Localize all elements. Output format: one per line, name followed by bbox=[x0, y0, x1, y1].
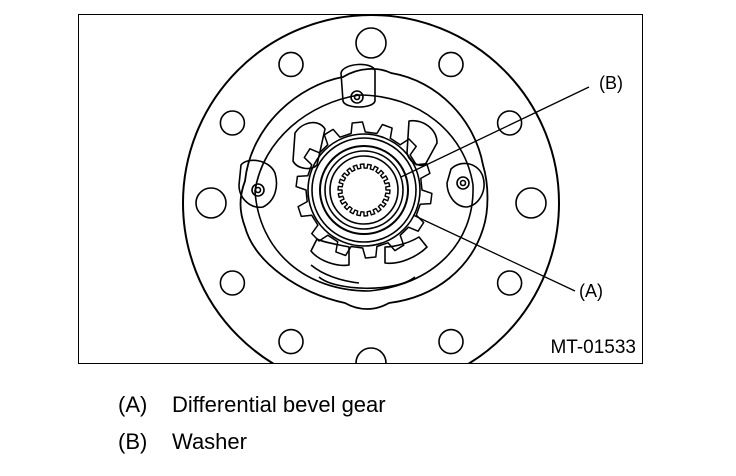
bolt-hole bbox=[496, 270, 523, 296]
legend-text: Differential bevel gear bbox=[172, 392, 386, 417]
figure-id-label: MT-01533 bbox=[550, 337, 636, 358]
right-ear bbox=[446, 162, 485, 208]
bolt-hole bbox=[496, 110, 523, 136]
leader-line-a bbox=[412, 214, 576, 292]
legend-key: (B) bbox=[118, 429, 148, 454]
legend: (A) Differential bevel gear (B) Washer bbox=[118, 392, 386, 466]
callout-a: (A) bbox=[579, 281, 603, 301]
bolt-hole bbox=[355, 347, 387, 363]
legend-text: Washer bbox=[172, 429, 247, 454]
legend-item: (A) Differential bevel gear bbox=[118, 392, 386, 429]
bevel-gear-teeth bbox=[295, 121, 433, 259]
bolt-holes bbox=[195, 27, 547, 363]
bolt-hole bbox=[438, 328, 464, 355]
case-body bbox=[239, 68, 489, 310]
bolt-hole bbox=[219, 110, 246, 136]
outer-flange bbox=[182, 15, 560, 363]
top-ear bbox=[340, 63, 376, 108]
differential-case-drawing bbox=[182, 15, 590, 363]
bolt-hole bbox=[355, 27, 387, 59]
legend-item: (B) Washer bbox=[118, 429, 386, 466]
bolt-hole bbox=[515, 187, 547, 219]
bolt-hole bbox=[438, 51, 464, 78]
callout-b: (B) bbox=[599, 73, 623, 93]
bolt-hole bbox=[278, 328, 304, 355]
bolt-hole bbox=[219, 270, 246, 296]
washer-outer bbox=[319, 145, 409, 235]
bolt-hole bbox=[195, 187, 227, 219]
splined-bore bbox=[337, 163, 391, 217]
legend-key: (A) bbox=[118, 392, 148, 417]
left-ear bbox=[238, 159, 278, 209]
technical-figure: (B) (A) MT-01533 bbox=[78, 14, 643, 364]
leader-line-b bbox=[400, 86, 590, 178]
bolt-hole bbox=[278, 51, 304, 78]
